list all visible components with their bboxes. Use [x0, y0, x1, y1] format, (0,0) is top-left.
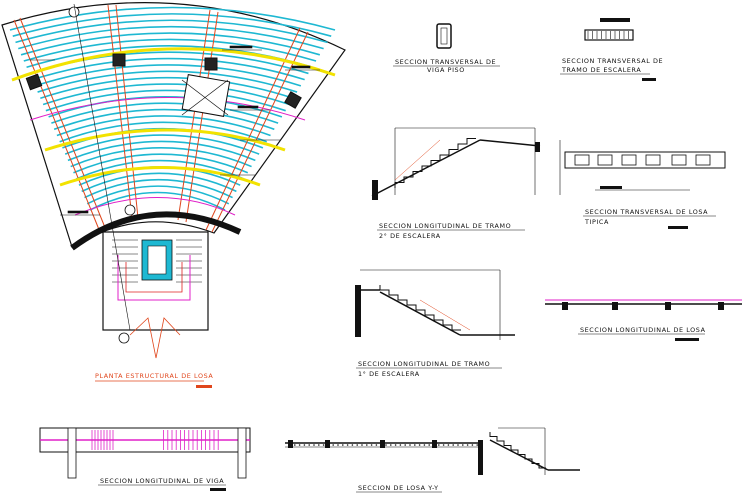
rebar-dot: [409, 444, 411, 446]
planta-title: PLANTA ESTRUCTURAL DE LOSA: [95, 372, 213, 380]
losa-cell: [645, 154, 661, 166]
slab-hatch-line: [86, 185, 230, 205]
losa-yy-title: SECCION DE LOSA Y-Y: [358, 484, 439, 492]
rebar-dot: [294, 444, 296, 446]
slab-hatch-line: [37, 70, 298, 93]
section-tramo-2: SECCION LONGITUDINAL DE TRAMO 2° DE ESCA…: [371, 127, 541, 240]
tramo-escalera-title-2: TRAMO DE ESCALERA: [561, 66, 641, 74]
tramo-escalera-title-1: SECCION TRANSVERSAL DE: [562, 57, 663, 65]
rebar-dot: [332, 444, 335, 446]
rebar-dot: [462, 444, 464, 446]
losa-cell: [671, 154, 687, 166]
long-viga-title: SECCION LONGITUDINAL DE VIGA: [100, 477, 224, 485]
rebar-dot: [351, 444, 354, 446]
rebar-dot: [399, 444, 402, 446]
rebar-dot: [423, 444, 426, 446]
slab-hatch-line: [56, 115, 271, 137]
losa-tipica-title-1: SECCION TRANSVERSAL DE LOSA: [585, 208, 708, 216]
slab-hatch-line: [12, 13, 332, 37]
rebar-dot: [385, 444, 387, 446]
losa-cells: [574, 154, 711, 166]
rebar-dot: [438, 444, 440, 446]
rebar-dot: [428, 444, 431, 446]
viga-piso-title-1: SECCION TRANSVERSAL DE: [395, 58, 496, 66]
tramo1-title-1: SECCION LONGITUDINAL DE TRAMO: [358, 360, 490, 368]
slab-hatch-line: [23, 38, 317, 62]
slab-hatch-line: [73, 153, 249, 174]
losa-cell: [574, 154, 590, 166]
rebar-dot: [466, 444, 469, 446]
rebar-dot: [370, 444, 373, 446]
tramo1-title-2: 1° DE ESCALERA: [358, 370, 420, 378]
losa-cell: [695, 154, 711, 166]
section-losa-yy: SECCION DE LOSA Y-Y: [285, 427, 580, 493]
slab-hatch-line: [34, 64, 302, 87]
slab-hatch-line: [81, 172, 237, 193]
rebar-dot: [318, 444, 320, 446]
long-losa-title: SECCION LONGITUDINAL DE LOSA: [580, 326, 706, 334]
rebar-dot: [447, 444, 450, 446]
section-long-losa: SECCION LONGITUDINAL DE LOSA: [545, 299, 742, 341]
rebar-dot: [476, 444, 479, 446]
rebar-dot: [404, 444, 407, 446]
section-losa-tipica: SECCION TRANSVERSAL DE LOSA TIPICA: [559, 140, 726, 229]
losa-yy-dots: [289, 444, 479, 446]
rebar-dot: [366, 444, 368, 446]
slab-hatching: [9, 6, 336, 211]
rebar-dot: [337, 444, 339, 446]
slab-hatch-line: [59, 121, 268, 143]
rebar-dot: [298, 444, 301, 446]
slab-hatch-line: [51, 102, 279, 124]
rebar-dot: [346, 444, 349, 446]
slab-hatch-line: [75, 159, 245, 180]
rebar-dot: [356, 444, 359, 446]
rebar-dot: [308, 444, 311, 446]
losa-cell: [597, 154, 613, 166]
rebar-dot: [452, 444, 455, 446]
rebar-dot: [322, 444, 325, 446]
rebar-dot: [471, 444, 474, 446]
slab-hatch-line: [9, 6, 336, 31]
rebar-dot: [390, 444, 392, 446]
slab-hatch-line: [64, 134, 260, 155]
slab-hatch-line: [53, 108, 275, 131]
slab-hatch-line: [20, 32, 321, 56]
slab-hatch-line: [40, 76, 294, 100]
tramo2-title-2: 2° DE ESCALERA: [379, 232, 441, 240]
slab-hatch-line: [42, 83, 290, 106]
rebar-dot: [457, 444, 459, 446]
slab-hatch-line: [84, 179, 233, 199]
slab-hatch-line: [70, 147, 252, 168]
floor-plan: PLANTA ESTRUCTURAL DE LOSA: [1, 2, 346, 388]
rebar-dot: [361, 444, 363, 446]
slab-hatch-line: [15, 19, 328, 44]
section-viga-piso: SECCION TRANSVERSAL DE VIGA PISO: [393, 23, 500, 74]
slab-hatch-line: [89, 191, 226, 211]
rebar-dot: [303, 444, 306, 446]
rebar-dot: [313, 444, 315, 446]
rebar-dot: [375, 444, 378, 446]
tramo2-title-1: SECCION LONGITUDINAL DE TRAMO: [379, 222, 511, 230]
section-tramo-1: SECCION LONGITUDINAL DE TRAMO 1° DE ESCA…: [355, 269, 515, 378]
losa-cell: [621, 154, 637, 166]
slab-hatch-line: [31, 57, 305, 81]
rebar-dot: [442, 444, 445, 446]
section-tramo-escalera: SECCION TRANSVERSAL DE TRAMO DE ESCALERA: [560, 18, 663, 81]
rebar-dot: [414, 444, 416, 446]
rebar-dot: [394, 444, 397, 446]
section-long-viga: SECCION LONGITUDINAL DE VIGA: [39, 427, 251, 491]
rebar-dot: [418, 444, 421, 446]
losa-tipica-title-2: TIPICA: [584, 218, 609, 226]
slab-hatch-line: [67, 140, 256, 162]
slab-hatch-line: [18, 25, 324, 50]
viga-piso-title-2: VIGA PISO: [427, 66, 465, 74]
slab-hatch-line: [45, 89, 286, 112]
rebar-dot: [342, 444, 344, 446]
